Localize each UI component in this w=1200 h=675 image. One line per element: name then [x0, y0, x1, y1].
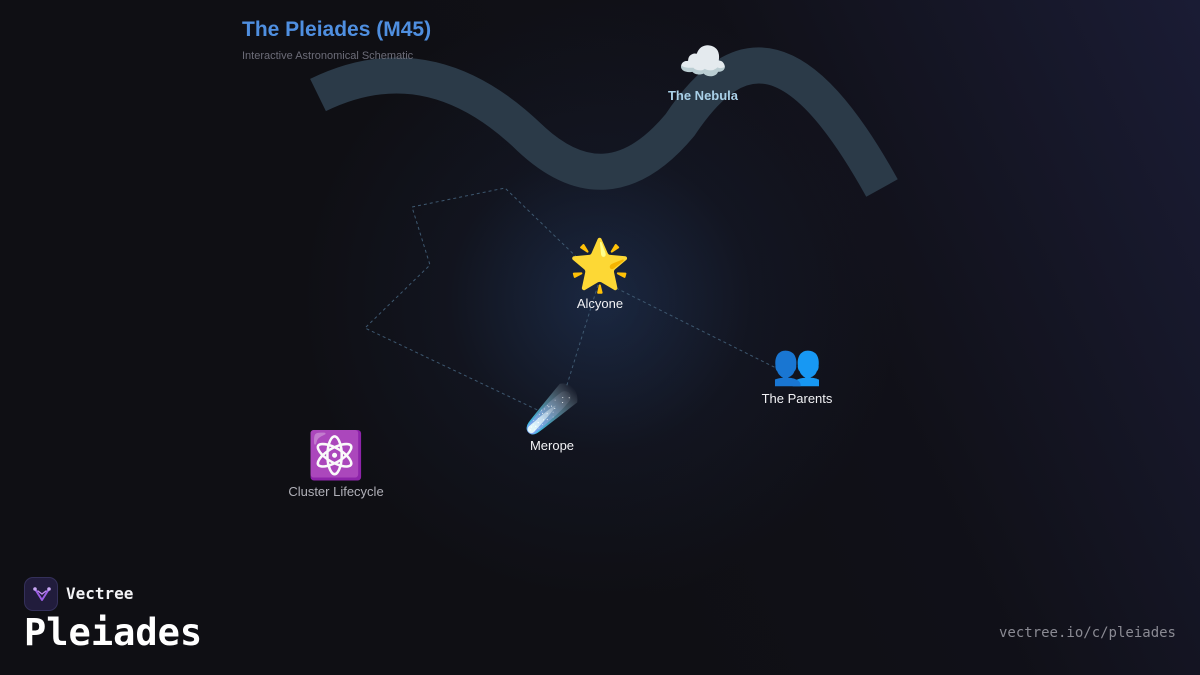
- vectree-logo-icon: [24, 577, 58, 611]
- comet-icon: ☄️: [524, 385, 580, 434]
- node-merope-label: Merope: [529, 438, 575, 453]
- node-alcyone[interactable]: 🌟 Alcyone: [569, 240, 631, 311]
- page-title: Pleiades: [24, 611, 203, 654]
- node-alcyone-label: Alcyone: [576, 296, 624, 311]
- diagram-subtitle: Interactive Astronomical Schematic: [242, 50, 414, 62]
- people-icon: 👥: [772, 343, 822, 387]
- node-nebula[interactable]: ☁️ The Nebula: [668, 42, 738, 103]
- atom-icon: ⚛️: [307, 429, 365, 481]
- node-nebula-label: The Nebula: [667, 88, 739, 103]
- node-the-parents-label: The Parents: [761, 391, 833, 406]
- constellation-outline: [364, 187, 591, 416]
- cloud-icon: ☁️: [678, 40, 728, 84]
- node-merope[interactable]: ☄️ Merope: [524, 385, 580, 454]
- node-cluster-lifecycle-label: Cluster Lifecycle: [288, 484, 384, 499]
- brand-name: Vectree: [66, 584, 134, 603]
- diagram-title: The Pleiades (M45): [242, 18, 432, 41]
- glowing-star-icon: 🌟: [568, 237, 632, 293]
- node-cluster-lifecycle[interactable]: ⚛️ Cluster Lifecycle: [288, 432, 383, 499]
- nebula-band: [310, 47, 898, 197]
- node-the-parents[interactable]: 👥 The Parents: [762, 345, 833, 406]
- page-url[interactable]: vectree.io/c/pleiades: [998, 625, 1176, 641]
